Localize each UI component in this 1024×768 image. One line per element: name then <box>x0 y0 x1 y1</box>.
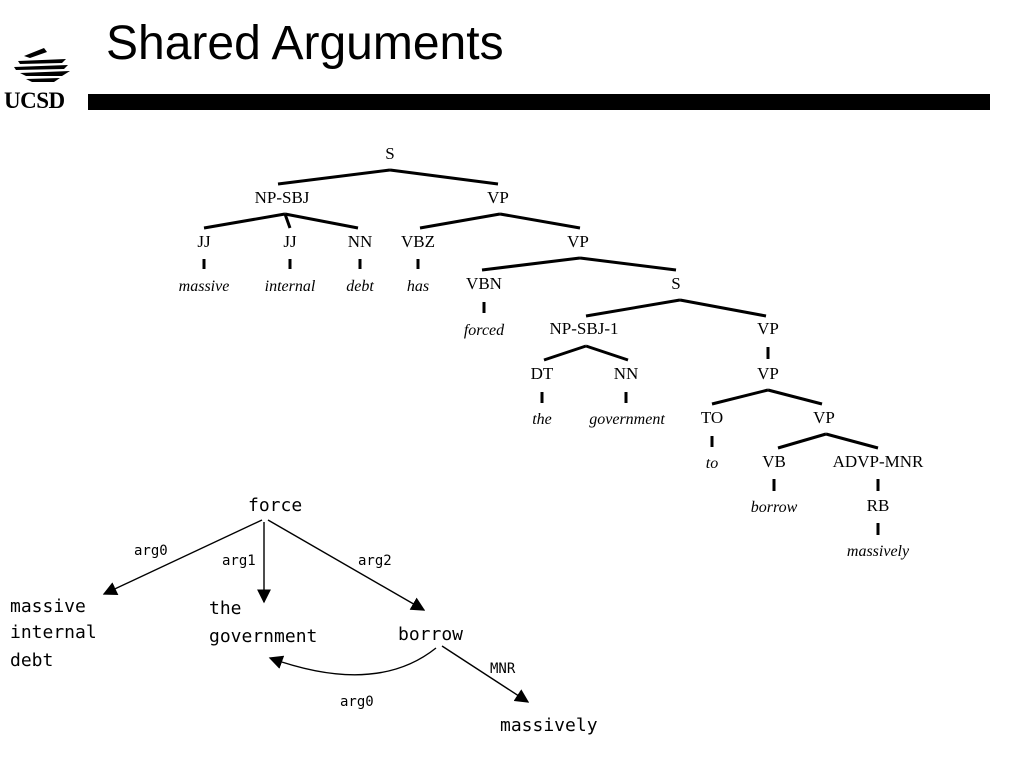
pa-edges <box>102 519 530 703</box>
node-dt: DT <box>531 364 554 383</box>
node-jj-1: JJ <box>197 232 211 251</box>
pa-node-gov-line2: government <box>209 626 317 647</box>
title-divider <box>88 94 990 110</box>
branch-vp2-vbn <box>481 256 581 272</box>
pa-node-borrow: borrow <box>398 624 463 645</box>
node-vp-4: VP <box>757 364 779 383</box>
node-jj-2: JJ <box>283 232 297 251</box>
branch-vp5-advp <box>825 432 879 450</box>
branch-np-nn1 <box>284 212 359 230</box>
branch-np1-dt <box>543 344 587 362</box>
branch-s-np <box>277 168 391 186</box>
ucsd-triton-icon <box>14 48 70 82</box>
node-vb: VB <box>762 452 786 471</box>
branch-np1-nn2 <box>585 344 629 362</box>
pa-node-massively: massively <box>500 715 598 736</box>
node-vp-2: VP <box>567 232 589 251</box>
word-forced: forced <box>464 322 505 339</box>
node-vbn: VBN <box>466 274 502 293</box>
node-rb: RB <box>867 496 890 515</box>
word-debt: debt <box>346 278 374 295</box>
edge-force-arg2 <box>267 519 426 611</box>
node-advp-mnr: ADVP-MNR <box>833 452 924 471</box>
node-nn-1: NN <box>348 232 373 251</box>
branch-s-vp <box>389 168 499 186</box>
page-title: Shared Arguments <box>106 17 504 70</box>
branch-np-jj2 <box>283 213 292 229</box>
node-vbz: VBZ <box>401 232 435 251</box>
node-vp-3: VP <box>757 319 779 338</box>
edge-borrow-arg0 <box>268 647 437 676</box>
pa-node-arg0-line2: internal <box>10 622 97 643</box>
edge-label-mnr: MNR <box>490 661 516 677</box>
branch-s2-vp3 <box>679 298 767 318</box>
tree-labels: S NP-SBJ VP JJ JJ NN VBZ VP VBN S NP-SBJ… <box>179 144 924 560</box>
word-government: government <box>589 411 665 428</box>
edge-label-arg0-shared: arg0 <box>340 694 374 710</box>
node-vp-1: VP <box>487 188 509 207</box>
branch-vp1-vp2 <box>499 212 581 230</box>
edge-label-arg1: arg1 <box>222 553 256 569</box>
branch-vp5-vb <box>777 432 827 450</box>
node-to: TO <box>701 408 723 427</box>
branch-np-jj1 <box>203 212 286 230</box>
word-internal: internal <box>265 278 316 295</box>
branch-s2-np <box>585 298 681 318</box>
node-s-2: S <box>671 274 680 293</box>
branch-vp4-to <box>711 388 769 406</box>
node-vp-5: VP <box>813 408 835 427</box>
pa-labels: force massive internal debt the governme… <box>10 495 598 736</box>
edge-label-arg0: arg0 <box>134 543 168 559</box>
branch-vp4-vp5 <box>767 388 823 406</box>
pa-node-arg0-line3: debt <box>10 650 53 671</box>
word-has: has <box>407 278 429 295</box>
word-to: to <box>706 455 718 472</box>
edge-force-arg0 <box>102 519 263 595</box>
pa-node-gov-line1: the <box>209 598 242 619</box>
edge-borrow-mnr <box>441 645 530 703</box>
word-borrow: borrow <box>751 499 798 516</box>
branch-vp2-s2 <box>579 256 677 272</box>
pa-node-arg0-line1: massive <box>10 596 86 617</box>
tree-branches <box>202 168 880 535</box>
pa-node-force: force <box>248 495 302 516</box>
node-nn-2: NN <box>614 364 639 383</box>
node-s-root: S <box>385 144 394 163</box>
node-np-sbj-1: NP-SBJ-1 <box>550 319 619 338</box>
word-the: the <box>532 411 552 428</box>
edge-label-arg2: arg2 <box>358 553 392 569</box>
node-np-sbj: NP-SBJ <box>255 188 310 207</box>
word-massively: massively <box>847 543 910 560</box>
branch-vp1-vbz <box>419 212 501 230</box>
word-massive: massive <box>179 278 230 295</box>
logo-text: UCSD <box>4 88 65 113</box>
